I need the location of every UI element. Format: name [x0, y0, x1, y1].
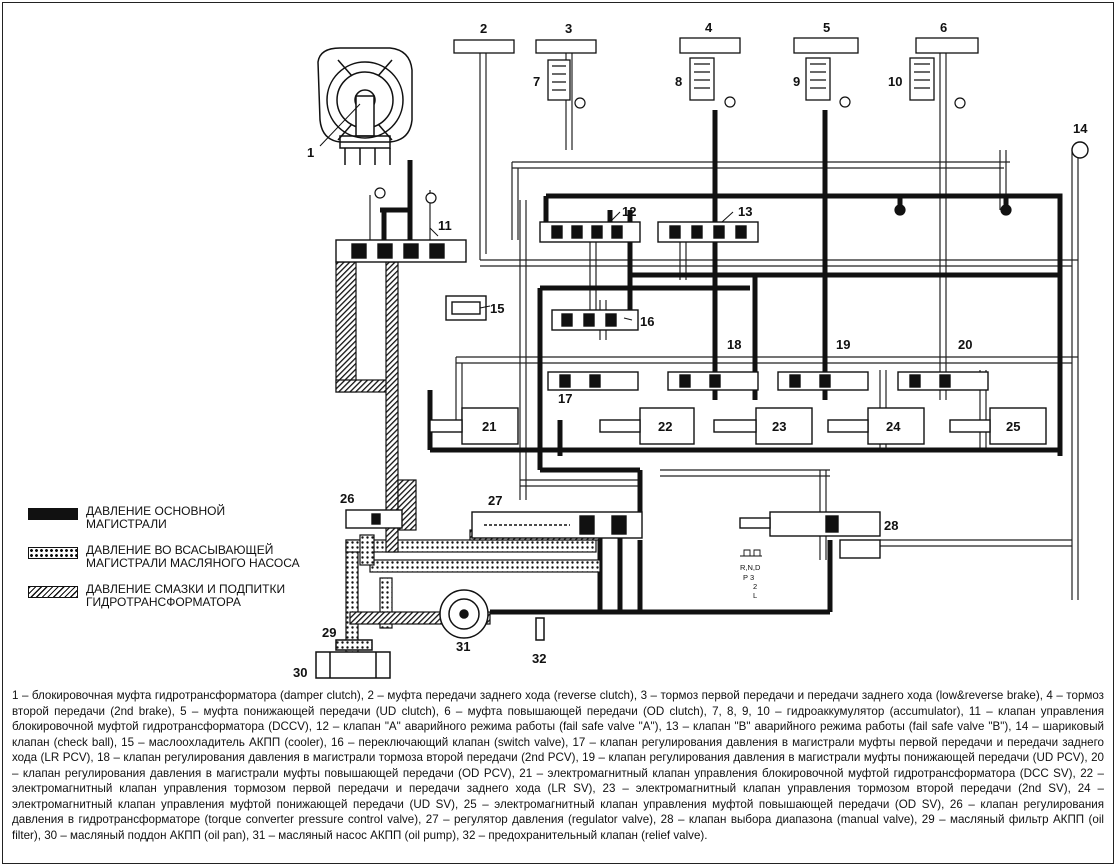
- cooler-15: [445, 295, 487, 321]
- regulator-valve-27: [471, 511, 643, 539]
- main-line-passages: [380, 110, 1063, 615]
- valve-17-lr-pcv: [547, 371, 639, 391]
- label-7: 7: [533, 74, 540, 89]
- label-14: 14: [1073, 121, 1088, 136]
- selector-pos-0: R,N,D: [740, 563, 761, 572]
- clutch-plates: [453, 37, 979, 54]
- selector-pos-3: L: [753, 591, 757, 600]
- accumulator-10: [909, 57, 935, 101]
- valve-19-ud-pcv: [777, 371, 869, 391]
- lower-valves: [345, 141, 1089, 559]
- label-8: 8: [675, 74, 682, 89]
- label-3: 3: [565, 21, 572, 36]
- label-5: 5: [823, 20, 830, 35]
- valve-13-fsv-b: [657, 221, 759, 243]
- valve-18-2nd-pcv: [667, 371, 759, 391]
- valve-20-od-pcv: [897, 371, 989, 391]
- label-6: 6: [940, 20, 947, 35]
- label-23: 23: [772, 419, 786, 434]
- label-21: 21: [482, 419, 496, 434]
- check-balls: [374, 96, 1012, 216]
- valve-11-dccv: [335, 239, 467, 263]
- solenoid-valves: [429, 407, 1047, 445]
- thin-passages: [369, 50, 1079, 600]
- label-2: 2: [480, 21, 487, 36]
- check-ball-14: [1071, 141, 1089, 159]
- legend-suction-line: ДАВЛЕНИЕ ВО ВСАСЫВАЮЩЕЙ МАГИСТРАЛИ МАСЛЯ…: [28, 544, 326, 570]
- legend-main-line: ДАВЛЕНИЕ ОСНОВНОЙ МАГИСТРАЛИ: [28, 505, 326, 531]
- legend-swatch-lube: [28, 586, 78, 598]
- selector-pos-2: 2: [753, 582, 757, 591]
- legend-text-lube: ДАВЛЕНИЕ СМАЗКИ И ПОДПИТКИ ГИДРОТРАНСФОР…: [86, 582, 286, 609]
- valve-16-switch: [551, 309, 639, 331]
- torque-converter: [317, 47, 413, 165]
- label-30: 30: [293, 665, 307, 680]
- label-10: 10: [888, 74, 902, 89]
- selector-positions: R,N,D P 3 2 L: [740, 549, 762, 600]
- legend-text-suction: ДАВЛЕНИЕ ВО ВСАСЫВАЮЩЕЙ МАГИСТРАЛИ МАСЛЯ…: [86, 543, 300, 570]
- accumulator-7: [547, 59, 571, 101]
- label-17: 17: [558, 391, 572, 406]
- legend-swatch-suction: [28, 547, 78, 559]
- selector-pos-1: P 3: [743, 573, 754, 582]
- label-13: 13: [738, 204, 752, 219]
- caption: 1 – блокировочная муфта гидротрансформат…: [12, 689, 1104, 842]
- label-18: 18: [727, 337, 741, 352]
- label-20: 20: [958, 337, 972, 352]
- legend-swatch-main: [28, 508, 78, 520]
- label-4: 4: [705, 20, 713, 35]
- label-27: 27: [488, 493, 502, 508]
- manual-valve-28: [739, 511, 881, 559]
- label-16: 16: [640, 314, 654, 329]
- label-9: 9: [793, 74, 800, 89]
- label-25: 25: [1006, 419, 1020, 434]
- label-11: 11: [438, 218, 452, 233]
- spool-valves: [335, 221, 989, 391]
- valve-12-fsv-a: [539, 221, 641, 243]
- component-labels: 1 2 3 4 5 6 7 8 9 10 11 12 13 14 15 16 1…: [293, 20, 1088, 680]
- label-1: 1: [307, 145, 314, 160]
- label-32: 32: [532, 651, 546, 666]
- label-15: 15: [490, 301, 504, 316]
- pump-filter-pan: [315, 589, 545, 679]
- legend-lube-line: ДАВЛЕНИЕ СМАЗКИ И ПОДПИТКИ ГИДРОТРАНСФОР…: [28, 583, 326, 609]
- accumulator-9: [805, 57, 831, 101]
- label-12: 12: [622, 204, 636, 219]
- label-22: 22: [658, 419, 672, 434]
- legend-text-main: ДАВЛЕНИЕ ОСНОВНОЙ МАГИСТРАЛИ: [86, 504, 226, 531]
- accumulator-8: [689, 57, 715, 101]
- accumulators: [547, 57, 935, 101]
- label-31: 31: [456, 639, 470, 654]
- tcpcv-26: [345, 509, 403, 529]
- hydraulic-diagram: 1 2 3 4 5 6 7 8 9 10 11 12 13 14 15 16 1…: [293, 20, 1089, 680]
- label-24: 24: [886, 419, 901, 434]
- label-29: 29: [322, 625, 336, 640]
- label-26: 26: [340, 491, 354, 506]
- label-28: 28: [884, 518, 898, 533]
- leader-lines: [319, 103, 734, 321]
- label-19: 19: [836, 337, 850, 352]
- suction-passages: [345, 534, 601, 659]
